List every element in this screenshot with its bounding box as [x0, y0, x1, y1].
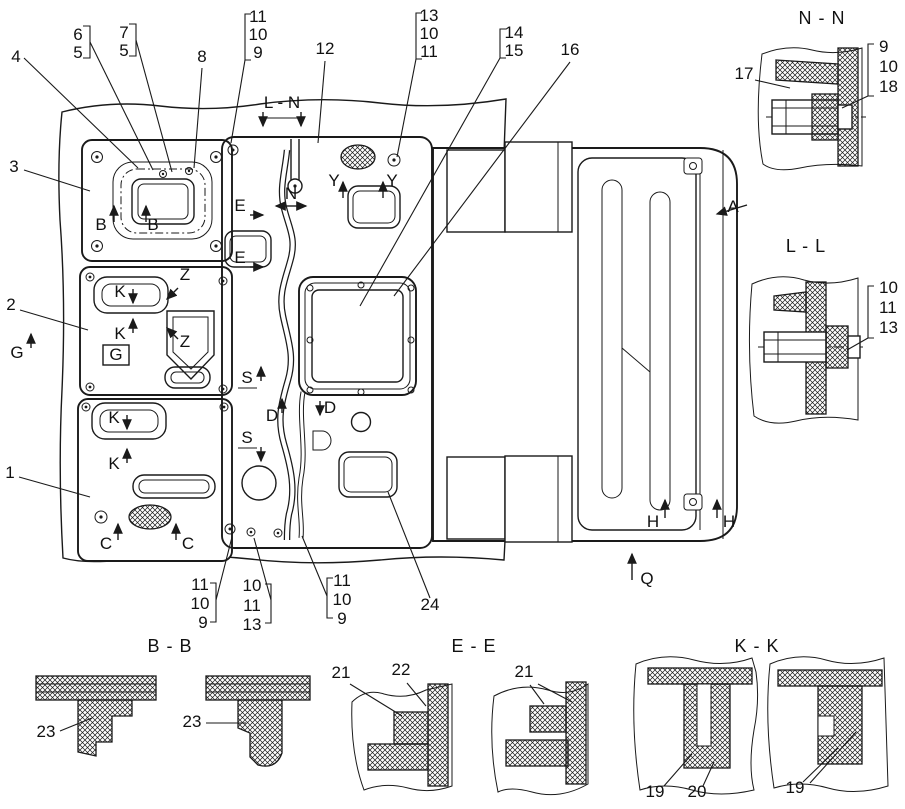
section-view-kk: K - K 19 20 19 [633, 636, 889, 801]
section-view-bb: B - B 23 23 [35, 636, 311, 767]
callout-17: 17 [735, 64, 754, 83]
section-title-nn: N - N [799, 8, 846, 28]
callout-1: 1 [5, 463, 14, 482]
callout-5a: 5 [73, 43, 82, 62]
callout-11f: 11 [879, 298, 897, 317]
section-title-ee: E - E [451, 636, 496, 656]
callout-11a: 11 [249, 7, 267, 26]
callout-5b: 5 [119, 41, 128, 60]
callout-4: 4 [11, 47, 20, 66]
marker-q: Q [640, 569, 653, 588]
callout-9a: 9 [253, 43, 262, 62]
callout-13c: 13 [879, 318, 898, 337]
callout-10c: 10 [191, 594, 210, 613]
callout-14: 14 [505, 23, 524, 42]
callout-21b: 21 [515, 662, 534, 681]
callout-11b: 11 [420, 42, 438, 61]
marker-c-1: C [100, 534, 112, 553]
callout-3: 3 [9, 157, 18, 176]
marker-h-left: H [647, 512, 659, 531]
marker-n: N [285, 184, 297, 203]
section-view-ll: L - L 10 11 13 [748, 236, 898, 424]
marker-e-2: E [234, 248, 245, 267]
marker-k-3: K [108, 408, 120, 427]
callout-11d: 11 [243, 596, 261, 615]
marker-a: A [727, 197, 739, 216]
callout-12: 12 [316, 39, 335, 58]
callout-10f: 10 [879, 57, 898, 76]
top-callouts: 4 6 5 7 5 8 11 10 9 12 13 10 11 14 15 16 [11, 6, 580, 307]
callout-7: 7 [119, 23, 128, 42]
callout-15: 15 [505, 41, 524, 60]
marker-e-1: E [234, 196, 245, 215]
marker-s-1: S [241, 368, 252, 387]
central-plate [221, 136, 433, 549]
marker-g-boxed: G [109, 345, 122, 364]
callout-10e: 10 [333, 590, 352, 609]
marker-g-left: G [10, 343, 23, 362]
bottom-callouts: 11 10 9 10 11 13 11 10 9 24 [191, 491, 440, 634]
marker-d-2: D [324, 398, 336, 417]
callout-6: 6 [73, 25, 82, 44]
callout-10g: 10 [879, 278, 898, 297]
callout-9b: 9 [198, 613, 207, 632]
marker-b-2: B [147, 215, 158, 234]
marker-c-2: C [182, 534, 194, 553]
callout-20: 20 [688, 782, 707, 801]
callout-9d: 9 [879, 37, 888, 56]
marker-z-1: Z [180, 265, 190, 284]
callout-13b: 13 [243, 615, 262, 634]
section-view-ee: E - E 21 22 21 [332, 636, 589, 796]
marker-k-1: K [114, 282, 126, 301]
marker-y-2: Y [386, 171, 397, 190]
callout-22: 22 [392, 660, 411, 679]
callout-19b: 19 [786, 778, 805, 797]
callout-19a: 19 [646, 782, 665, 801]
callout-10b: 10 [420, 24, 439, 43]
callout-11e: 11 [333, 571, 351, 590]
callout-23b: 23 [183, 712, 202, 731]
right-frame [432, 141, 738, 543]
callout-9c: 9 [337, 609, 346, 628]
marker-s-2: S [241, 428, 252, 447]
callout-18: 18 [879, 77, 898, 96]
callout-24: 24 [421, 595, 440, 614]
panel-3 [81, 139, 233, 262]
panel-1 [77, 398, 233, 562]
callout-2: 2 [6, 295, 15, 314]
marker-z-2: Z [180, 332, 190, 351]
callout-13a: 13 [420, 6, 439, 25]
section-title-kk: K - K [734, 636, 779, 656]
section-title-ll: L - L [786, 236, 826, 256]
callout-10a: 10 [249, 25, 268, 44]
callout-11c: 11 [191, 575, 209, 594]
left-callouts: 3 2 G 1 [5, 157, 91, 498]
panel-2 [79, 266, 233, 396]
callout-16: 16 [561, 40, 580, 59]
callout-21a: 21 [332, 663, 351, 682]
main-view-markers: A H H Q L - N B B E E N Y Y Z Z K K [95, 93, 748, 588]
marker-k-2: K [114, 324, 126, 343]
marker-b-1: B [95, 215, 106, 234]
marker-y-1: Y [328, 171, 339, 190]
callout-23a: 23 [37, 722, 56, 741]
callout-8: 8 [197, 47, 206, 66]
marker-d-1: D [266, 406, 278, 425]
marker-k-4: K [108, 454, 120, 473]
section-title-bb: B - B [147, 636, 192, 656]
marker-h-right: H [723, 512, 735, 531]
section-view-nn: N - N 17 9 10 18 [735, 8, 898, 171]
callout-10d: 10 [243, 576, 262, 595]
section-title-ln: L - N [264, 93, 300, 112]
